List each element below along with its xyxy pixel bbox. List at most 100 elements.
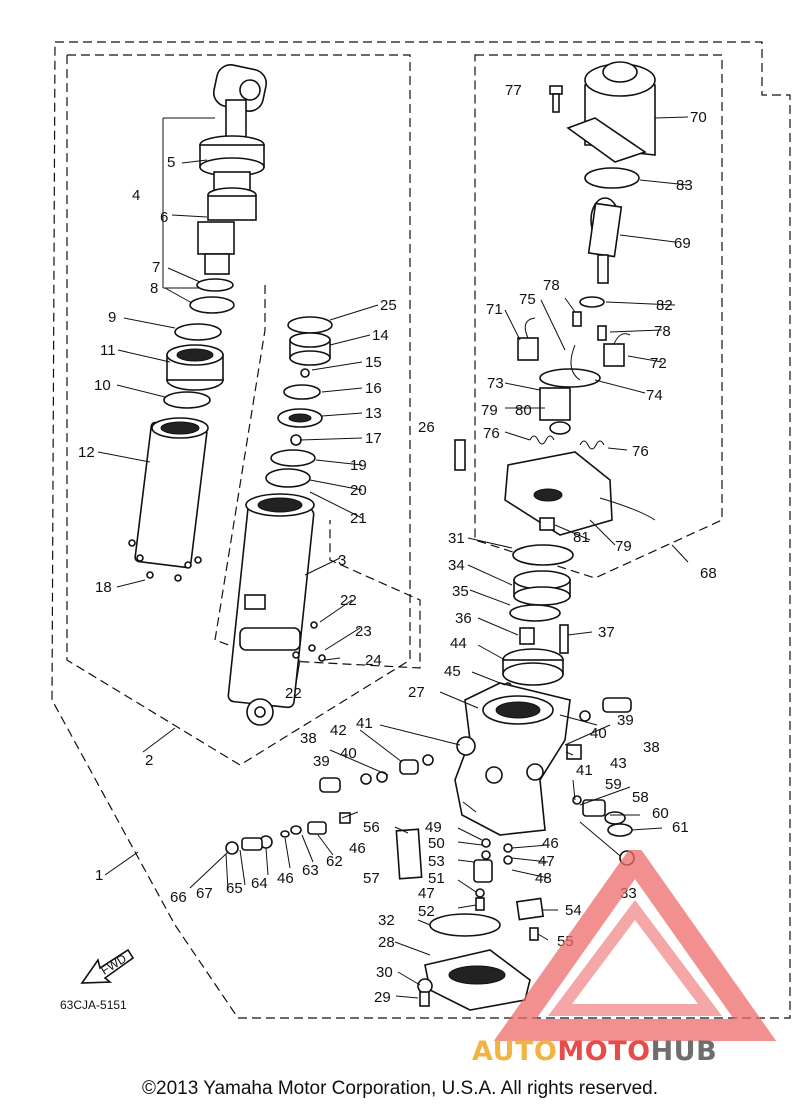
label-49: 49 (425, 819, 442, 836)
drawing-code: 63CJA-5151 (60, 998, 127, 1012)
label-78a: 78 (543, 277, 560, 294)
label-48: 48 (535, 870, 552, 887)
screw-78b (597, 325, 607, 341)
label-67: 67 (196, 885, 213, 902)
label-79a: 79 (481, 402, 498, 419)
label-40b: 40 (590, 725, 607, 742)
piston-rod-assembly (197, 64, 268, 275)
label-77: 77 (505, 82, 522, 99)
label-41b: 41 (576, 762, 593, 779)
label-44: 44 (450, 635, 467, 652)
label-22a: 22 (340, 592, 357, 609)
watermark-hub: HUB (651, 1036, 718, 1067)
label-30: 30 (376, 964, 393, 981)
label-10: 10 (94, 377, 111, 394)
label-50: 50 (428, 835, 445, 852)
label-38b: 38 (643, 739, 660, 756)
label-17: 17 (365, 430, 382, 447)
assembly-1-boundary (51, 41, 791, 1019)
springs-76 (529, 435, 605, 450)
fwd-arrow-icon (80, 948, 135, 984)
label-35: 35 (452, 583, 469, 600)
label-28: 28 (378, 934, 395, 951)
label-34: 34 (448, 557, 465, 574)
label-66: 66 (170, 889, 187, 906)
piston-14 (289, 332, 331, 366)
label-37: 37 (598, 624, 615, 641)
o-ring-8 (189, 296, 235, 314)
label-76b: 76 (632, 443, 649, 460)
label-42: 42 (330, 722, 347, 739)
label-39a: 39 (313, 753, 330, 770)
svg-text:AUTOMOTOHUB: AUTOMOTOHUB (472, 1036, 717, 1067)
motor-base-68 (504, 451, 656, 536)
label-12: 12 (78, 444, 95, 461)
label-8: 8 (150, 280, 158, 297)
reservoir-cap-28 (424, 949, 531, 1011)
label-65: 65 (226, 880, 243, 897)
label-32: 32 (378, 912, 395, 929)
armature-69 (587, 197, 623, 284)
label-56: 56 (363, 819, 380, 836)
label-11: 11 (100, 342, 116, 359)
label-81: 81 (573, 529, 590, 546)
assembly-2-boundary (66, 54, 411, 766)
label-62: 62 (326, 853, 343, 870)
label-78b: 78 (654, 323, 671, 340)
label-20: 20 (350, 482, 367, 499)
label-39b: 39 (617, 712, 634, 729)
seal-80 (549, 421, 571, 435)
assembly-68-boundary (474, 54, 723, 579)
label-57: 57 (363, 870, 380, 887)
pins-22-24 (292, 621, 326, 662)
o-ring-19 (270, 449, 316, 467)
label-52: 52 (418, 903, 435, 920)
copyright-notice: ©2013 Yamaha Motor Corporation, U.S.A. A… (142, 1078, 658, 1099)
label-23: 23 (355, 623, 372, 640)
o-ring-7 (196, 278, 234, 292)
label-69: 69 (674, 235, 691, 252)
piston-13 (277, 408, 323, 428)
label-40a: 40 (340, 745, 357, 762)
coupling-34 (513, 570, 571, 606)
label-41a: 41 (356, 715, 373, 732)
label-36: 36 (455, 610, 472, 627)
label-47b: 47 (538, 853, 555, 870)
o-ring-10 (163, 391, 211, 409)
label-6: 6 (160, 209, 168, 226)
label-70: 70 (690, 109, 707, 126)
valves-58-61 (572, 795, 633, 837)
label-64: 64 (251, 875, 268, 892)
cylinder-bolts-18 (128, 539, 202, 582)
brush-holder-71-72 (517, 317, 631, 367)
shaft-36 (519, 627, 535, 645)
label-18: 18 (95, 579, 112, 596)
label-29: 29 (374, 989, 391, 1006)
watermark-auto: AUTO (472, 1036, 557, 1067)
watermark-logo: AUTOMOTOHUB (472, 850, 777, 1067)
label-68: 68 (700, 565, 717, 582)
label-46b: 46 (277, 870, 294, 887)
label-72: 72 (650, 355, 667, 372)
washer-82 (579, 296, 605, 308)
label-25: 25 (380, 297, 397, 314)
label-4: 4 (132, 187, 140, 204)
watermark-moto: MOTO (557, 1036, 650, 1067)
leader-lines (97, 116, 689, 999)
label-83: 83 (676, 177, 693, 194)
circlip-21 (265, 468, 311, 488)
screw-78a (572, 311, 582, 327)
label-22b: 22 (285, 685, 302, 702)
gear-pump-44 (502, 648, 564, 686)
label-38a: 38 (300, 730, 317, 747)
screw-29 (419, 991, 430, 1007)
label-73: 73 (487, 375, 504, 392)
manual-valve-33 (579, 821, 626, 861)
o-ring-9 (174, 323, 222, 341)
label-13: 13 (365, 405, 382, 422)
label-58: 58 (632, 789, 649, 806)
ball-15 (300, 368, 310, 378)
label-7: 7 (152, 259, 160, 276)
o-ring-83 (584, 167, 640, 189)
